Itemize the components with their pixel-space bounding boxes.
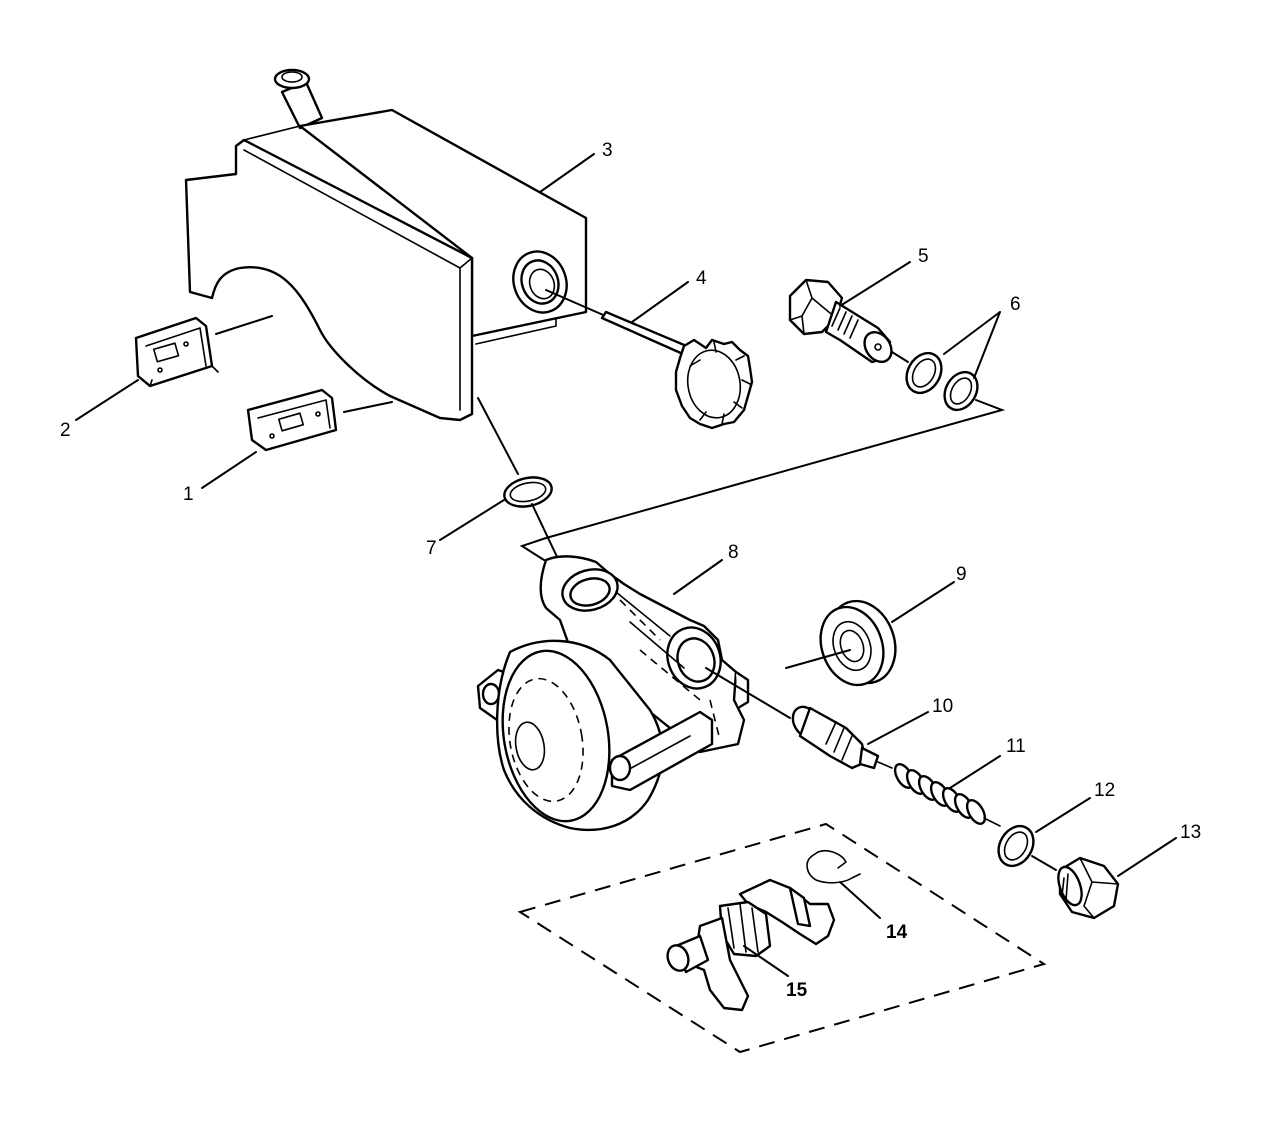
callout-10: 10 xyxy=(932,696,953,717)
callout-12: 12 xyxy=(1094,780,1115,801)
union-fitting xyxy=(788,278,893,364)
bracket-clip-2 xyxy=(134,316,219,388)
clip-2-assembly-line xyxy=(215,315,273,335)
callout-6: 6 xyxy=(1010,294,1021,315)
callout-1: 1 xyxy=(183,484,194,505)
assembly-line-pump xyxy=(519,399,1006,561)
callout-3: 3 xyxy=(602,140,613,161)
callout-5: 5 xyxy=(918,246,929,267)
plug-fitting xyxy=(1057,856,1120,920)
pressure-switch xyxy=(666,878,836,1012)
o-ring-6a xyxy=(905,351,943,395)
reservoir-tank xyxy=(184,68,588,422)
callout-8: 8 xyxy=(728,542,739,563)
o-ring-6b xyxy=(943,370,979,412)
assembly-line-oring xyxy=(477,397,519,475)
power-steering-pump xyxy=(476,555,750,832)
flow-control-valve xyxy=(791,705,880,770)
o-ring-12 xyxy=(997,824,1035,868)
retaining-clip xyxy=(806,849,861,884)
callout-7: 7 xyxy=(426,538,437,559)
callout-2: 2 xyxy=(60,420,71,441)
valve-spring xyxy=(877,761,1001,827)
callout-14: 14 xyxy=(886,922,908,943)
callout-15: 15 xyxy=(786,980,808,1001)
callout-9: 9 xyxy=(956,564,967,585)
shaft-seal xyxy=(819,599,897,687)
leader-lines xyxy=(75,153,1177,977)
callout-13: 13 xyxy=(1180,822,1201,843)
clip-1-assembly-line xyxy=(343,401,393,413)
optional-parts-box xyxy=(517,822,1047,1054)
bracket-clip-1 xyxy=(246,388,338,452)
callout-11: 11 xyxy=(1006,736,1026,757)
callout-4: 4 xyxy=(696,268,707,289)
o-ring-7 xyxy=(503,476,553,508)
dipstick-cap xyxy=(545,289,754,430)
